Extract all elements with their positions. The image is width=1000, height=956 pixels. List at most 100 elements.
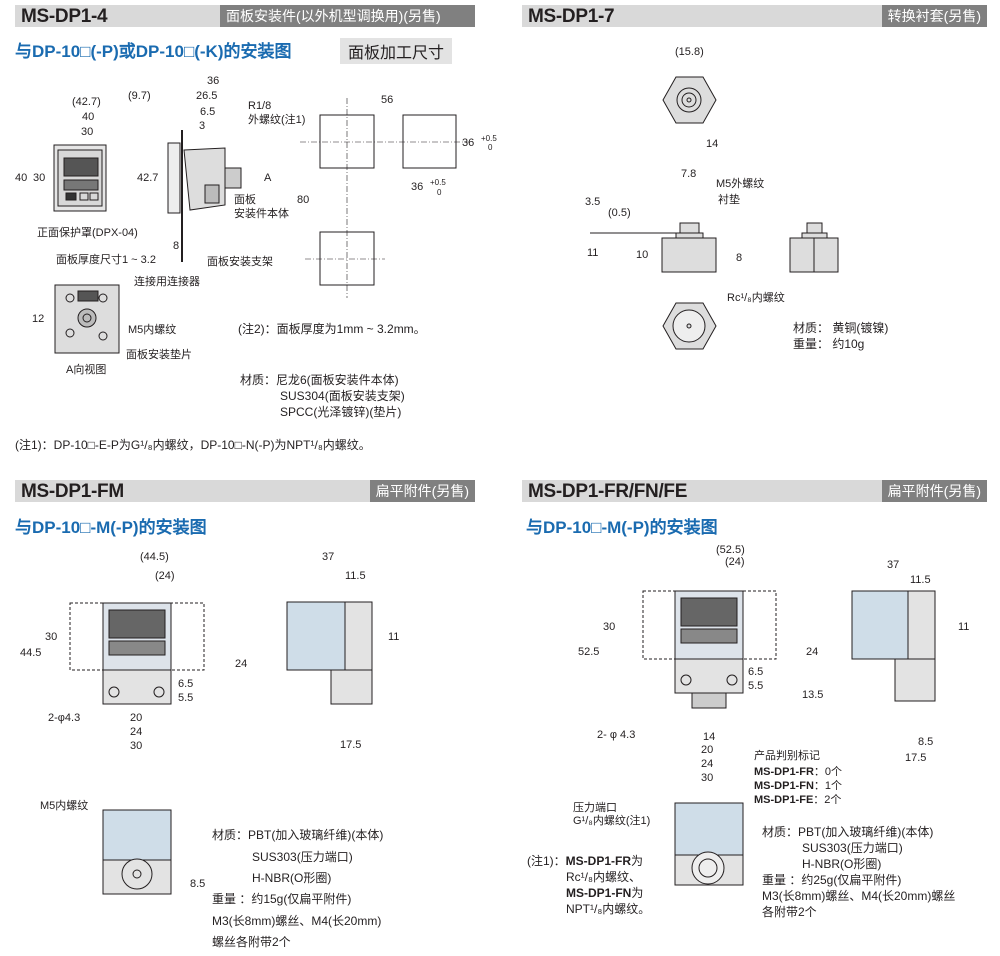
weight: 重量： 约10g <box>793 337 865 351</box>
callout: M5内螺纹 <box>128 324 177 336</box>
section-title: MS-DP1-FM <box>21 481 124 502</box>
dim-label: 36 <box>411 181 424 193</box>
dim-label: (0.5) <box>608 207 631 219</box>
dim-label: A <box>264 172 272 184</box>
material-line: M3(长8mm)螺丝、M4(长20mm)螺丝 <box>762 889 956 903</box>
callout: M5外螺纹 <box>716 178 765 190</box>
section-header-ms-dp1-fr-fn-fe: MS-DP1-FR/FN/FE 扁平附件(另售) <box>522 480 987 502</box>
dim-label: 30 <box>81 126 94 138</box>
dim-label: 40 <box>82 111 95 123</box>
section-title: MS-DP1-7 <box>528 6 615 27</box>
callout: 外螺纹(注1) <box>248 114 306 126</box>
dim-label: 13.5 <box>802 689 824 701</box>
dim-label: 17.5 <box>340 739 362 751</box>
tolerance: 0 <box>488 143 493 152</box>
dim-label: 7.8 <box>681 168 697 180</box>
dim-label: (52.5) <box>716 544 745 556</box>
tolerance: +0.5 <box>481 134 497 143</box>
dim-label: (15.8) <box>675 46 704 58</box>
callout: 安装件本体 <box>234 208 289 220</box>
panel-cutout-squares <box>300 98 470 298</box>
section-subtitle: 与DP-10□-M(-P)的安装图 <box>526 518 718 537</box>
dim-label: 14 <box>703 731 716 743</box>
material-line: H-NBR(O形圈) <box>802 857 882 871</box>
dim-label: 8 <box>173 240 180 252</box>
material-line: 螺丝各附带2个 <box>212 935 291 949</box>
dim-label: 8.5 <box>918 736 934 748</box>
dim-label: (24) <box>155 570 175 582</box>
note-2: (注2)：面板厚度为1mm ~ 3.2mm。 <box>238 322 426 336</box>
section-tag: 扁平附件(另售) <box>369 480 475 502</box>
dim-label: 11 <box>958 621 970 633</box>
dim-label: 24 <box>701 758 714 770</box>
dim-label: 30 <box>33 172 46 184</box>
dim-label: 24 <box>235 658 248 670</box>
dim-label: (9.7) <box>128 90 151 102</box>
note-1-line: MS-DP1-FN为 <box>566 886 644 900</box>
callout: 压力端口 <box>573 802 617 814</box>
section-tag: 扁平附件(另售) <box>881 480 987 502</box>
dim-label: 42.7 <box>137 172 159 184</box>
tolerance: +0.5 <box>430 178 446 187</box>
dim-label: 11 <box>587 247 599 259</box>
dim-label: 30 <box>603 621 616 633</box>
dim-label: 14 <box>706 138 719 150</box>
mark-title: 产品判别标记 <box>754 750 820 762</box>
material: 材质： 黄铜(镀镍) <box>793 321 889 335</box>
dim-label: 12 <box>32 313 45 325</box>
dim-label: 11.5 <box>345 570 366 582</box>
callout: 面板厚度尺寸1 ~ 3.2 <box>56 254 156 266</box>
section-title: MS-DP1-FR/FN/FE <box>528 481 688 502</box>
section-tag: 转换衬套(另售) <box>881 5 987 27</box>
dim-label: 56 <box>381 94 394 106</box>
material-line: H-NBR(O形圈) <box>252 871 332 885</box>
dim-label: 6.5 <box>178 678 194 690</box>
note-1-line: Rc¹/₈内螺纹、 <box>566 870 641 884</box>
callout: R1/8 <box>248 100 272 112</box>
callout: 连接用连接器 <box>134 276 200 288</box>
dim-label: (44.5) <box>140 551 169 563</box>
ms-dp1-7-drawings <box>590 76 839 350</box>
callout: 面板 <box>234 194 256 206</box>
dim-label: (42.7) <box>72 96 101 108</box>
dim-label: 30 <box>130 740 143 752</box>
material-line: 重量 ：约25g(仅扁平附件) <box>762 873 902 887</box>
dim-label: 44.5 <box>20 647 42 659</box>
dim-label: (24) <box>725 556 745 568</box>
dim-label: 37 <box>322 551 335 563</box>
dim-label: 30 <box>45 631 58 643</box>
dim-label: 8 <box>736 252 743 264</box>
dim-label: 40 <box>15 172 28 184</box>
callout: 衬垫 <box>718 194 740 206</box>
callout: M5内螺纹 <box>40 800 89 812</box>
dim-label: 3 <box>199 120 206 132</box>
callout: 面板安装支架 <box>207 256 273 268</box>
dim-label: 52.5 <box>578 646 600 658</box>
dim-label: 20 <box>701 744 714 756</box>
dim-label: 3.5 <box>585 196 601 208</box>
dim-label: 11.5 <box>910 574 931 586</box>
section-tag: 面板安装件(以外机型调换用)(另售) <box>220 5 475 27</box>
dim-label: 5.5 <box>178 692 194 704</box>
callout: Rc¹/₈内螺纹 <box>727 292 785 304</box>
dim-label: 8.5 <box>190 878 206 890</box>
material-line: 重量 ：约15g(仅扁平附件) <box>212 892 352 906</box>
dim-label: 30 <box>701 772 714 784</box>
mark-row: MS-DP1-FN：1个 <box>754 780 843 792</box>
ms-dp1-4-side-view <box>167 130 242 262</box>
section-header-ms-dp1-4: MS-DP1-4 面板安装件(以外机型调换用)(另售) <box>15 5 475 27</box>
section-header-ms-dp1-fm: MS-DP1-FM 扁平附件(另售) <box>15 480 475 502</box>
material-line: 材质：PBT(加入玻璃纤维)(本体) <box>212 828 384 842</box>
callout: 正面保护罩(DPX-04) <box>37 227 138 239</box>
note-1-line: NPT¹/₈内螺纹。 <box>566 902 651 916</box>
dim-label: 36 <box>207 75 220 87</box>
section-title: MS-DP1-4 <box>21 6 108 27</box>
material-line: SUS304(面板安装支架) <box>280 389 405 403</box>
material-line: 材质：PBT(加入玻璃纤维)(本体) <box>762 825 934 839</box>
ms-dp1-fr-fn-fe-drawings <box>642 590 936 886</box>
ms-dp1-4-a-view <box>54 284 120 354</box>
dim-label: 26.5 <box>196 90 218 102</box>
dim-label: 5.5 <box>748 680 764 692</box>
dim-label: 24 <box>130 726 143 738</box>
